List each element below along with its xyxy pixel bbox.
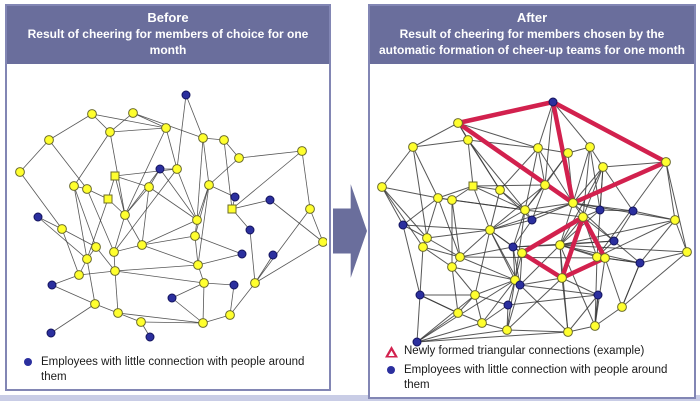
bottom-strip — [0, 395, 700, 401]
after-panel-title: After — [516, 10, 548, 25]
after-panel-subtitle: Result of cheering for members chosen by… — [378, 27, 686, 57]
red-triangle-icon — [384, 346, 398, 358]
before-panel: Before Result of cheering for members of… — [5, 4, 331, 391]
before-legend: Employees with little connection with pe… — [21, 351, 323, 385]
legend-item-isolated-employees: Employees with little connection with pe… — [21, 355, 323, 385]
before-panel-header: Before Result of cheering for members of… — [7, 6, 329, 65]
after-panel: After Result of cheering for members cho… — [368, 4, 696, 399]
blue-dot-icon — [21, 357, 35, 367]
legend-label: Employees with little connection with pe… — [41, 356, 305, 384]
legend-item-triangular-connections: Newly formed triangular connections (exa… — [384, 344, 688, 359]
before-panel-title: Before — [147, 10, 189, 25]
legend-label: Newly formed triangular connections (exa… — [404, 345, 645, 358]
after-legend: Newly formed triangular connections (exa… — [384, 340, 688, 393]
after-panel-header: After Result of cheering for members cho… — [370, 6, 694, 65]
network-graph-before — [15, 90, 327, 342]
legend-label: Employees with little connection with pe… — [404, 364, 668, 392]
legend-item-isolated-employees: Employees with little connection with pe… — [384, 363, 688, 393]
before-to-after-arrow-icon — [333, 184, 367, 278]
blue-dot-icon — [384, 365, 398, 375]
before-panel-subtitle: Result of cheering for members of choice… — [27, 27, 309, 57]
network-graph-after — [377, 97, 692, 347]
